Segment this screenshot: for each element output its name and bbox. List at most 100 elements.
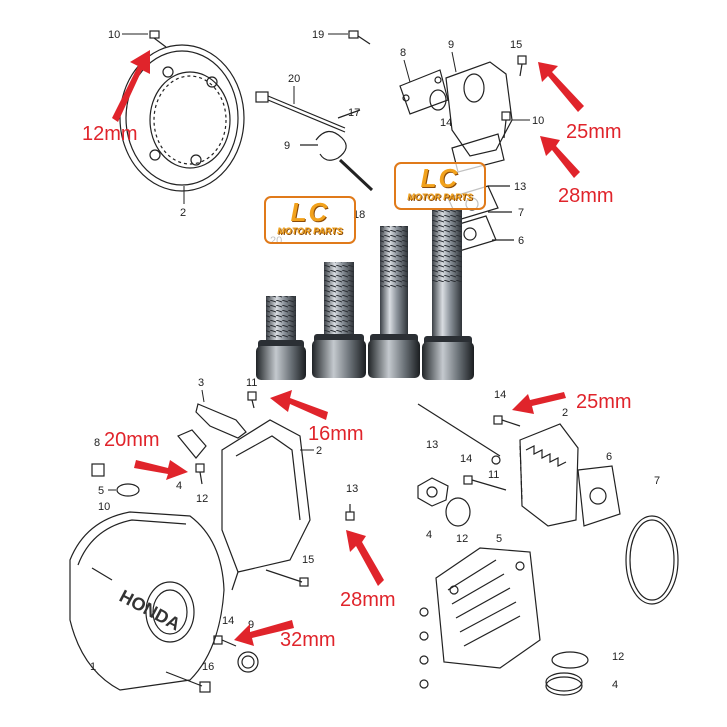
o-ring-12-bottom	[551, 651, 589, 669]
callout-2-top: 2	[180, 207, 186, 219]
arrow-28mm-bottom	[346, 530, 384, 586]
arrow-25mm-bottom	[512, 392, 566, 414]
holder-6	[577, 465, 621, 527]
callout-13-bl: 13	[346, 483, 358, 495]
callout-16-bl: 16	[202, 661, 214, 673]
callout-10-right: 10	[532, 115, 544, 127]
bolt-10-right	[501, 111, 511, 139]
side-cover-1	[69, 511, 225, 691]
nut-4-bottom	[545, 672, 583, 696]
bottom-right-diagram	[417, 403, 679, 696]
size-label-28mm-top: 28mm	[558, 185, 614, 207]
callout-4-br: 4	[426, 529, 432, 541]
cylinder-head-cover-5	[435, 547, 541, 669]
size-label-25mm-bottom: 25mm	[576, 391, 632, 413]
bolt-12-left	[195, 463, 205, 485]
arrow-25mm-top	[538, 62, 584, 112]
logo-sub: MOTOR PARTS	[407, 192, 473, 202]
callout-19: 19	[312, 29, 324, 41]
red-arrows	[112, 50, 584, 646]
bolt-photo-16mm	[256, 296, 306, 380]
arrow-32mm	[234, 620, 294, 646]
callout-2-br: 2	[562, 407, 568, 419]
callout-11-br: 11	[488, 469, 499, 481]
callout-18: 18	[353, 209, 365, 221]
callout-20-top: 20	[288, 73, 300, 85]
callout-13-right: 13	[514, 181, 526, 193]
callout-12-br-bottom: 12	[612, 651, 624, 663]
clip-4	[177, 429, 207, 459]
o-ring-12	[445, 497, 471, 527]
manifold-flange	[399, 69, 449, 115]
callout-9-top: 9	[284, 140, 290, 152]
honda-brand-text: HONDA	[116, 586, 184, 635]
bolt-13-left	[345, 504, 355, 521]
bolt-10-top	[149, 30, 167, 48]
bolt-11-left	[247, 391, 257, 409]
bolt-photo-25mm	[312, 262, 366, 378]
callout-15-right: 15	[510, 39, 522, 51]
bolt-15-left	[265, 569, 309, 587]
callout-6-right: 6	[518, 235, 524, 247]
top-left-diagram	[119, 30, 374, 192]
sprocket-cover-2	[221, 419, 311, 591]
gasket-14	[429, 89, 447, 111]
dowel-8	[91, 463, 105, 477]
callout-4-br-bottom: 4	[612, 679, 618, 691]
lc-logo-left: LC MOTOR PARTS	[264, 196, 356, 244]
callout-3-bl: 3	[198, 377, 204, 389]
callout-9-right: 9	[448, 39, 454, 51]
bolt-15	[517, 55, 527, 77]
callout-numbers: 10 19 20 17 9 2 18 20 8 9 15 14 10 13 7 …	[90, 29, 660, 691]
callout-14-bl: 14	[222, 615, 234, 627]
bracket-3	[195, 403, 247, 439]
long-bolt-20	[255, 91, 346, 133]
callout-10-top: 10	[108, 29, 120, 41]
size-label-32mm: 32mm	[280, 629, 336, 651]
callout-15-bl: 15	[302, 554, 314, 566]
callout-5-bl: 5	[98, 485, 104, 497]
logo-mark: LC	[290, 197, 330, 227]
callout-7-br: 7	[654, 475, 660, 487]
bolt-14-right-top	[493, 415, 521, 427]
bolt-photo-28mm	[368, 226, 420, 378]
size-labels: 12mm 25mm 28mm 20mm 16mm 28mm 32mm 25mm	[82, 121, 632, 651]
callout-1-bl: 1	[90, 661, 96, 673]
arrow-20mm	[134, 460, 188, 480]
o-ring-7	[625, 515, 679, 605]
cover-plate	[119, 44, 245, 192]
arrow-12mm	[112, 50, 150, 122]
bolt-14-left	[213, 635, 237, 647]
callout-4-bl: 4	[176, 480, 182, 492]
washer-set	[419, 607, 429, 689]
size-label-25mm-top: 25mm	[566, 121, 622, 143]
bolt-photo	[256, 208, 474, 380]
callout-12-bl: 12	[196, 493, 208, 505]
logo-mark: LC	[420, 163, 460, 193]
callout-13-br: 13	[426, 439, 438, 451]
callout-11-bl: 11	[246, 377, 257, 389]
lc-logo-right: LC MOTOR PARTS	[394, 162, 486, 210]
callout-2-bl: 2	[316, 445, 322, 457]
washer-11-right	[491, 455, 501, 465]
size-label-28mm-bottom: 28mm	[340, 589, 396, 611]
callout-8-right: 8	[400, 47, 406, 59]
cam-chain-tensioner-2	[519, 423, 579, 527]
cap-5	[116, 483, 140, 497]
callout-10-bl: 10	[98, 501, 110, 513]
nut-4-top	[417, 477, 449, 507]
cable-guide-9	[300, 130, 347, 161]
size-label-20mm: 20mm	[104, 429, 160, 451]
size-label-16mm: 16mm	[308, 423, 364, 445]
bolt-19	[348, 30, 371, 45]
bolt-photo-32mm	[422, 208, 474, 380]
top-right-diagram	[399, 55, 527, 253]
callout-14-br-top: 14	[494, 389, 506, 401]
callout-6-br: 6	[606, 451, 612, 463]
arrow-16mm	[270, 390, 328, 420]
bolt-14-right-mid	[463, 475, 507, 491]
logo-sub: MOTOR PARTS	[277, 226, 343, 236]
callout-17: 17	[348, 107, 360, 119]
callout-12-br: 12	[456, 533, 468, 545]
